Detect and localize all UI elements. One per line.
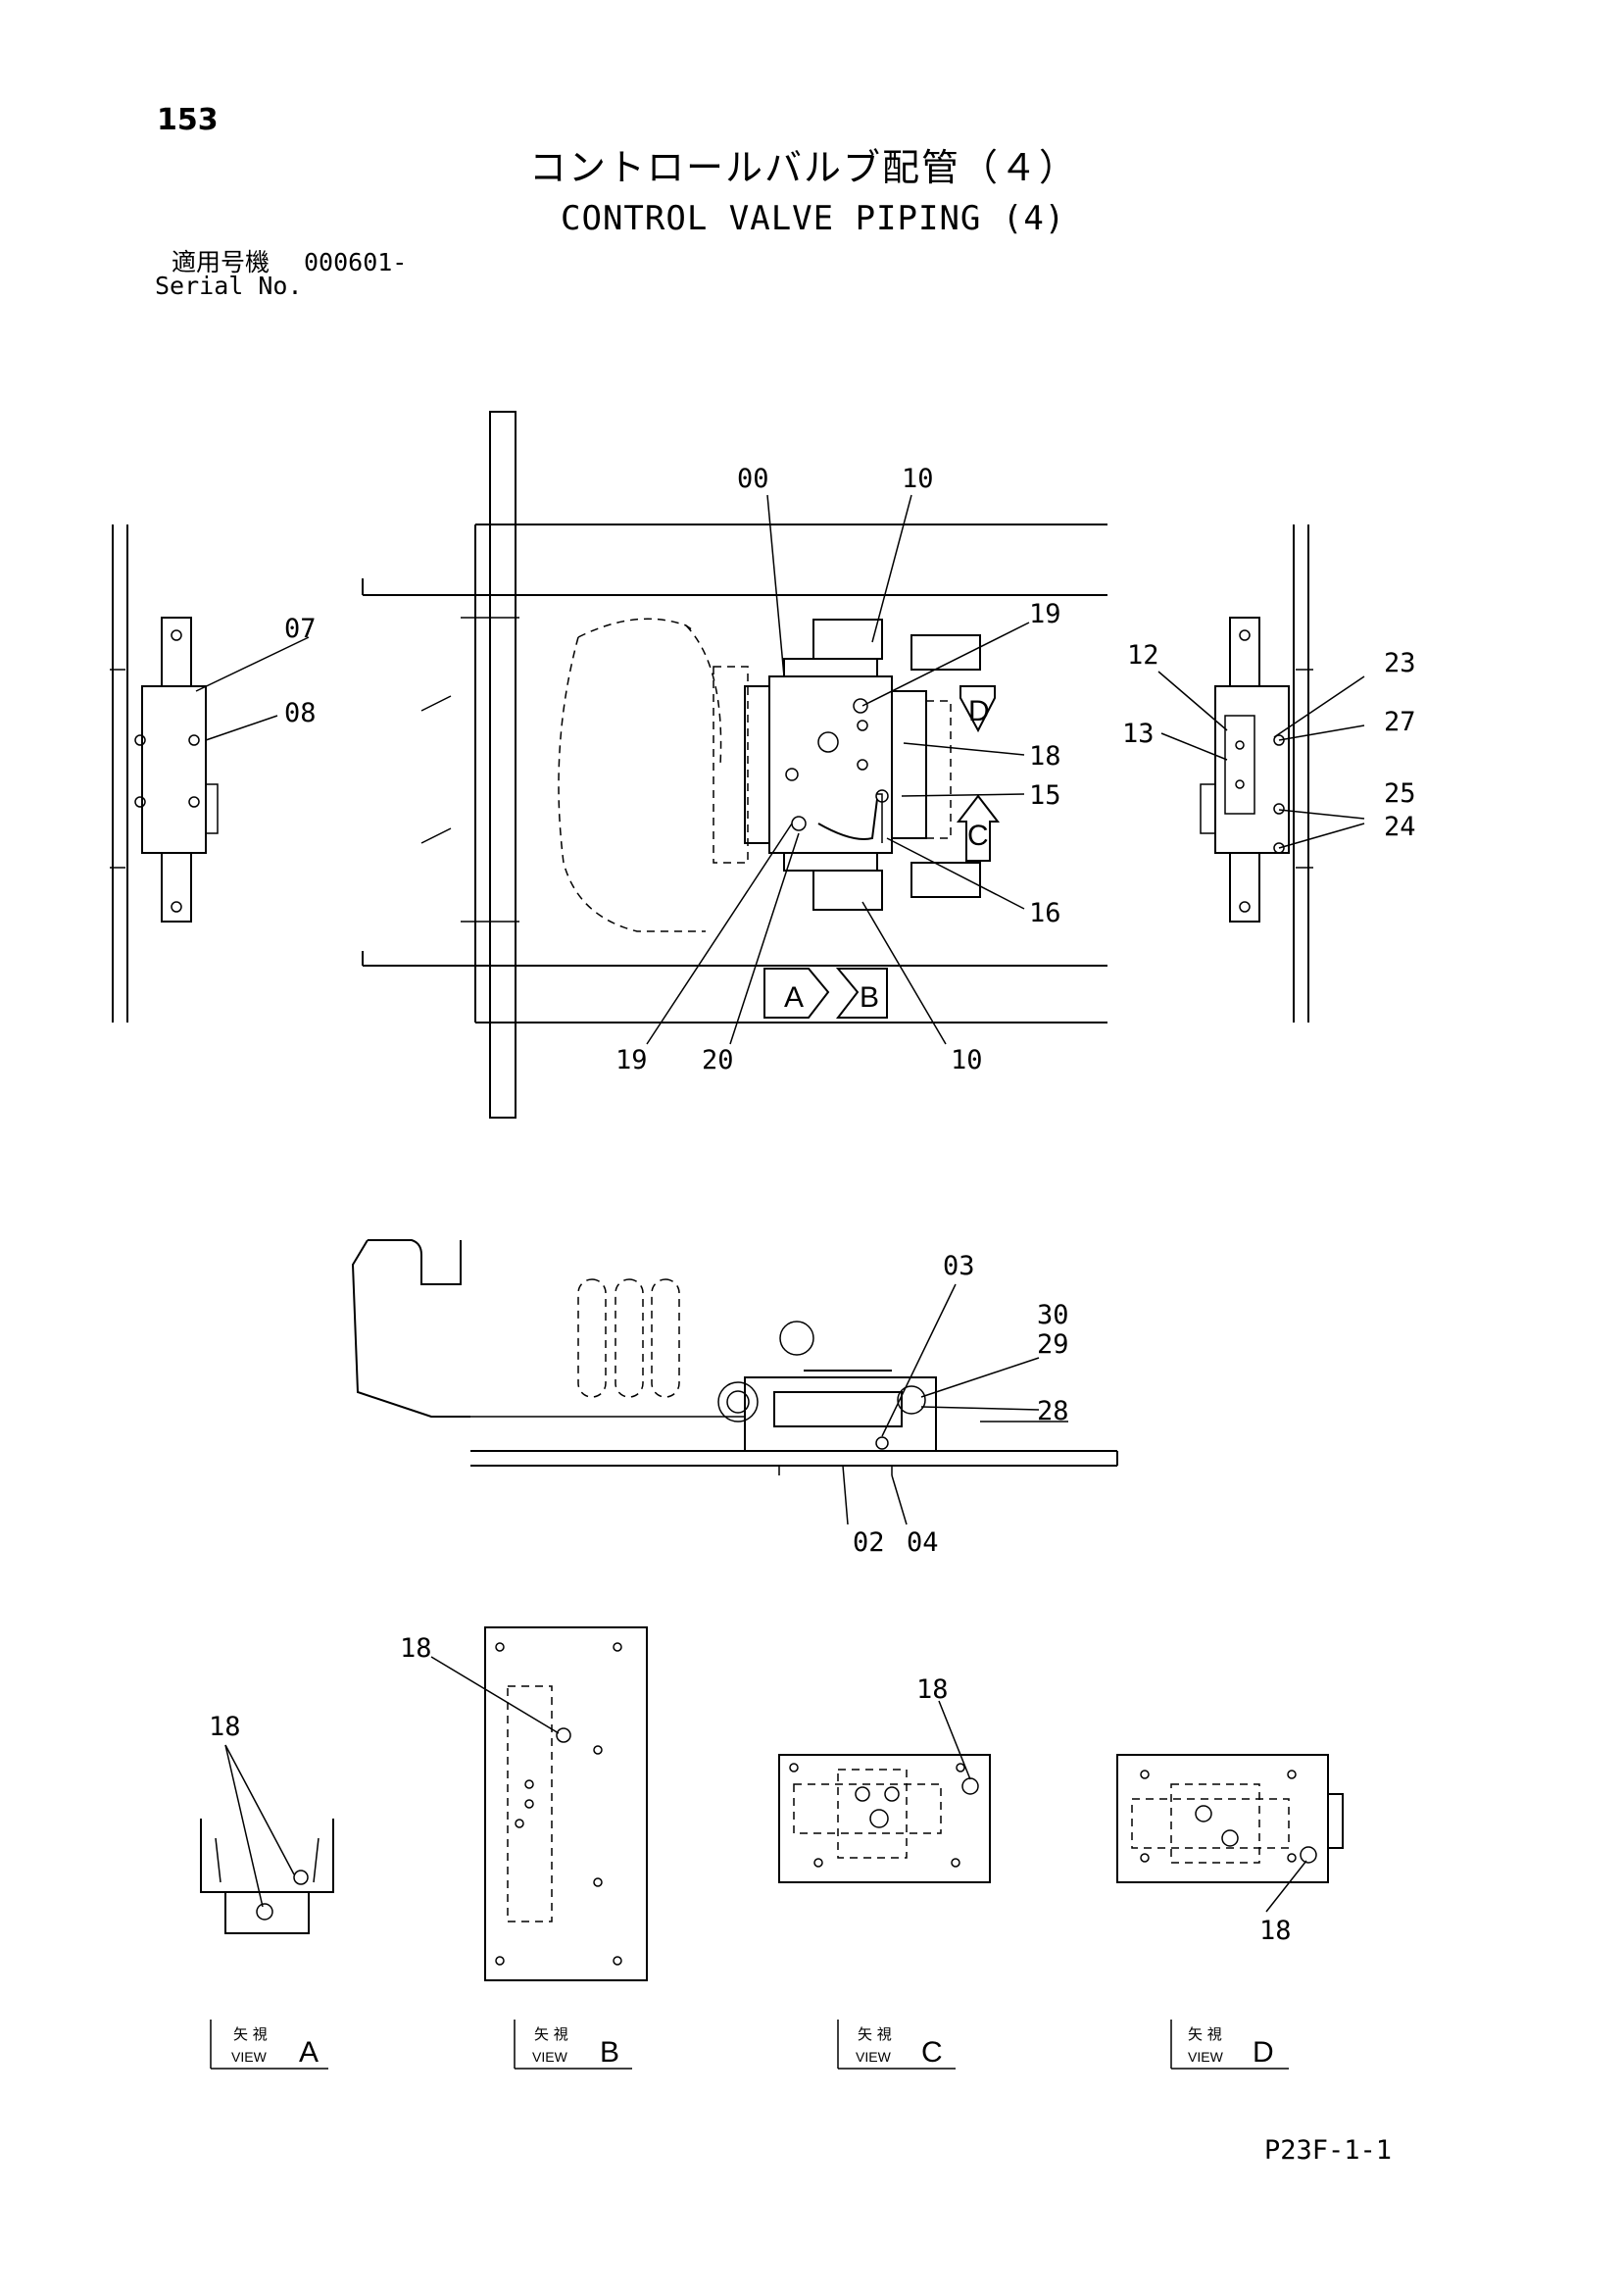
callout-00: 00 — [737, 464, 769, 494]
view-c-jp: 矢 視 — [858, 2025, 892, 2043]
arrow-label-b: B — [860, 981, 879, 1014]
left-side-view — [110, 524, 219, 1023]
view-d-en: VIEW — [1188, 2049, 1224, 2065]
callout-10-top: 10 — [902, 464, 934, 494]
view-a-jp: 矢 視 — [233, 2025, 268, 2043]
callout-28: 28 — [1037, 1396, 1069, 1426]
callout-18-view-b: 18 — [400, 1633, 432, 1664]
callout-23: 23 — [1384, 648, 1416, 678]
callout-10-bottom: 10 — [951, 1045, 983, 1075]
callout-19-bottom: 19 — [615, 1045, 648, 1075]
serial-label-japanese: 適用号機 — [172, 248, 270, 276]
page-number: 153 — [157, 103, 219, 137]
callout-25: 25 — [1384, 778, 1416, 809]
callout-27: 27 — [1384, 707, 1416, 737]
callout-24: 24 — [1384, 812, 1416, 842]
callout-16: 16 — [1029, 898, 1061, 928]
callout-02: 02 — [853, 1527, 885, 1558]
view-caption-b: 矢 視 VIEW B — [514, 2020, 632, 2070]
serial-label-english: Serial No. — [155, 272, 303, 300]
view-b-jp: 矢 視 — [534, 2025, 568, 2043]
middle-side-view — [351, 1239, 1118, 1475]
callout-18-view-d: 18 — [1259, 1916, 1292, 1946]
arrow-label-a: A — [784, 981, 804, 1014]
callout-labels: 00 10 07 08 19 18 15 16 19 20 10 12 13 2… — [209, 464, 1416, 1946]
callout-18-main: 18 — [1029, 741, 1061, 772]
callout-29: 29 — [1037, 1329, 1069, 1360]
callout-03: 03 — [943, 1251, 975, 1281]
view-d-jp: 矢 視 — [1188, 2025, 1222, 2043]
view-d-detail — [1116, 1754, 1344, 1883]
view-c-detail — [778, 1754, 991, 1883]
page-code: P23F-1-1 — [1264, 2135, 1393, 2166]
callout-08: 08 — [284, 698, 317, 728]
view-b-en: VIEW — [532, 2049, 568, 2065]
view-d-letter: D — [1253, 2036, 1274, 2069]
view-c-letter: C — [921, 2036, 943, 2069]
callout-18-view-c: 18 — [916, 1674, 949, 1705]
callout-30: 30 — [1037, 1300, 1069, 1330]
callout-04: 04 — [907, 1527, 939, 1558]
view-a-detail — [200, 1819, 334, 1934]
arrow-label-d: D — [968, 695, 990, 727]
arrow-label-c: C — [967, 820, 989, 852]
callout-20: 20 — [702, 1045, 734, 1075]
view-caption-a: 矢 視 VIEW A — [210, 2020, 328, 2070]
callout-07: 07 — [284, 614, 317, 644]
view-caption-c: 矢 視 VIEW C — [837, 2020, 956, 2070]
callout-19-top: 19 — [1029, 599, 1061, 629]
view-caption-d: 矢 視 VIEW D — [1170, 2020, 1289, 2070]
callout-12: 12 — [1127, 640, 1159, 671]
view-a-en: VIEW — [231, 2049, 268, 2065]
right-side-view — [1200, 524, 1313, 1023]
leader-lines — [195, 494, 1365, 1913]
view-b-letter: B — [600, 2036, 619, 2069]
callout-13: 13 — [1122, 719, 1155, 749]
top-plan-view — [362, 411, 1107, 1119]
serial-value: 000601- — [304, 248, 408, 276]
view-a-letter: A — [299, 2036, 319, 2069]
callout-18-view-a: 18 — [209, 1712, 241, 1742]
view-c-en: VIEW — [856, 2049, 892, 2065]
callout-15: 15 — [1029, 780, 1061, 811]
title-english: CONTROL VALVE PIPING (4) — [561, 199, 1066, 238]
view-b-detail — [484, 1626, 648, 1981]
title-japanese: コントロールバルブ配管（４） — [529, 146, 1079, 189]
